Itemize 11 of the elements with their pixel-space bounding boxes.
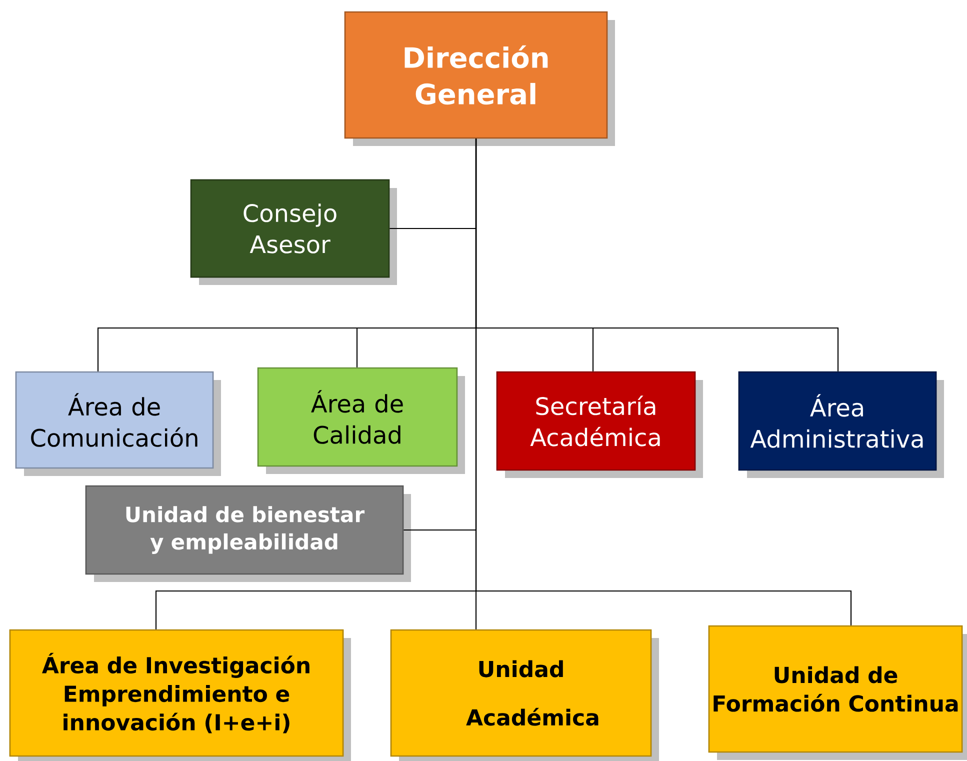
org-box: Área Administrativa	[738, 371, 937, 471]
org-box: Área de Investigación Emprendimiento e innovación (I+e+i)	[9, 629, 344, 757]
org-box: Unidad de bienestar y empleabilidad	[85, 485, 404, 575]
connector-line	[475, 138, 852, 626]
org-box: Área de Comunicación	[15, 371, 214, 469]
org-box: Consejo Asesor	[190, 179, 390, 278]
org-box: Área de Calidad	[257, 367, 458, 467]
org-box: Dirección General	[344, 11, 608, 139]
org-box: Unidad de Formación Continua	[708, 625, 963, 753]
org-box: Unidad Académica	[390, 629, 652, 757]
org-box: Secretaría Académica	[496, 371, 696, 471]
